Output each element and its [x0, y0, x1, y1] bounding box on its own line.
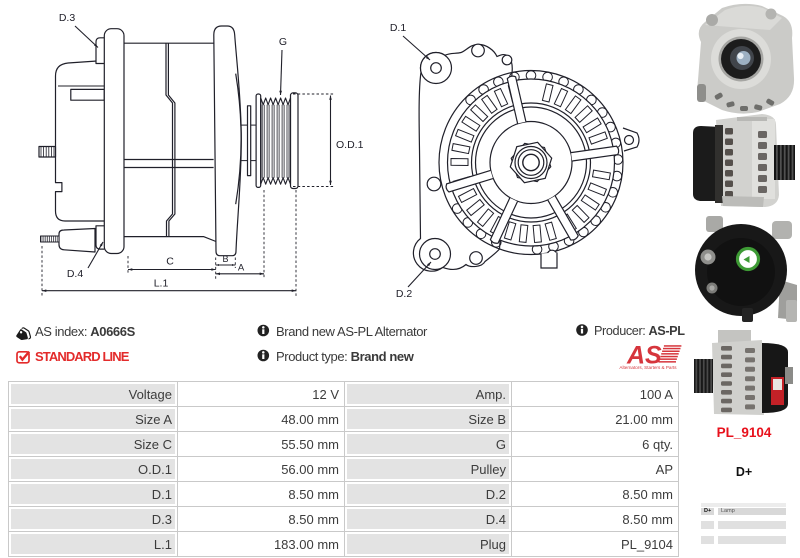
svg-text:D.1: D.1 [390, 22, 407, 34]
svg-text:B: B [222, 254, 228, 264]
svg-text:O.D.1: O.D.1 [336, 139, 364, 151]
svg-text:G: G [279, 36, 287, 48]
svg-text:D.4: D.4 [67, 268, 84, 280]
svg-text:A: A [238, 263, 245, 274]
svg-text:AS: AS [626, 342, 662, 370]
svg-text:L.1: L.1 [154, 278, 169, 290]
svg-text:C: C [166, 256, 174, 268]
svg-text:Alternators, Starters & Parts: Alternators, Starters & Parts [619, 365, 677, 370]
svg-text:D.2: D.2 [396, 288, 413, 300]
svg-text:D.3: D.3 [59, 12, 76, 24]
